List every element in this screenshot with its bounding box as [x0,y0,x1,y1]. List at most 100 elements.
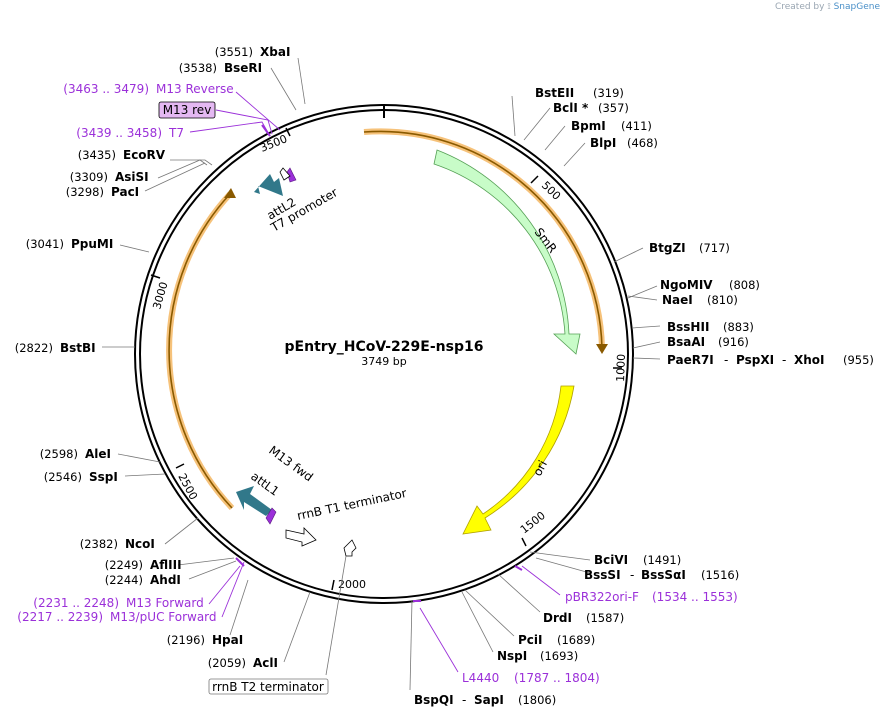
bsshii-name[interactable]: BssHII [667,320,709,334]
rrnb-t1-label: rrnB T1 terminator [296,486,408,523]
m13-fwd-primer-mark [265,507,277,525]
paer7i-name[interactable]: PaeR7I [667,353,714,367]
acli-name[interactable]: AclI [253,656,278,670]
ncoi-pos: (2382) [80,537,118,551]
attl2-feature[interactable] [254,174,283,196]
m13-rev-box[interactable] [158,101,216,119]
tick-1500: 1500 [518,509,548,536]
naei-name[interactable]: NaeI [662,293,693,307]
ori-feature[interactable] [462,385,575,535]
rrnb-t2-leader [325,555,347,676]
m13-fwd-label: M13 fwd [266,443,315,484]
rrnb-t2-feature[interactable] [343,539,357,557]
bsshii-pos: (883) [723,320,754,334]
tick-mark-1500 [521,537,527,547]
asisi-name[interactable]: AsiSI [115,170,149,184]
orf-left-arrowhead [224,188,236,198]
bpmi-pos: (411) [621,119,652,133]
bcli-name[interactable]: BclI * [553,101,589,115]
bsssi-name[interactable]: BssSI [584,568,621,582]
alei-pos: (2598) [40,447,78,461]
ecorv-name[interactable]: EcoRV [123,148,166,162]
t7-name[interactable]: T7 [168,126,184,140]
rrnb-t1-feature[interactable] [285,527,317,547]
ahdi-pos: (2244) [105,573,143,587]
t7-range: (3439 .. 3458) [76,126,162,140]
attl1-label: attL1 [248,469,281,499]
bsssi-sep: - [630,568,634,582]
pbr322ori-f-name[interactable]: pBR322ori-F [565,590,639,604]
rrnb-t2-label: rrnB T2 terminator [212,680,324,694]
plasmid-name: pEntry_HCoV-229E-nsp16 [285,339,484,355]
orf-left[interactable] [168,193,233,509]
pbr322ori-f-range: (1534 .. 1553) [652,590,738,604]
primer-leader-lines [189,91,561,673]
bcivi-pos: (1491) [643,553,681,567]
ppumi-name[interactable]: PpuMI [71,237,113,251]
bstbi-pos: (2822) [15,341,53,355]
snapgene-watermark: Created by ⟟ SnapGene [774,2,880,12]
pcii-pos: (1689) [557,633,595,647]
attl1-feature[interactable] [236,486,272,516]
xbai-pos: (3551) [215,45,253,59]
l4440-name[interactable]: L4440 [462,671,499,685]
pspxi-name[interactable]: PspXI [736,353,774,367]
tick-1000: 1000 [614,354,628,382]
tick-mark-2500 [175,463,185,469]
bsssai-name[interactable]: BssSαI [641,568,686,582]
plasmid-length: 3749 bp [361,355,406,368]
bpmi-name[interactable]: BpmI [571,119,606,133]
xhoi-name[interactable]: XhoI [794,353,825,367]
hpai-name[interactable]: HpaI [212,633,243,647]
bspqi-sep: - [462,693,466,707]
ori-label: ori [530,458,550,478]
sspi-pos: (2546) [44,470,82,484]
bcivi-name[interactable]: BciVI [594,553,628,567]
m13-reverse-name[interactable]: M13 Reverse [156,82,234,96]
naei-pos: (810) [707,293,738,307]
alei-name[interactable]: AleI [85,447,111,461]
btgzi-pos: (717) [699,241,730,255]
ngomiv-pos: (808) [729,278,760,292]
rrnb-t2-box[interactable] [208,678,329,695]
tick-mark-500 [530,175,539,184]
drdi-pos: (1587) [586,611,624,625]
aflii-pos: (2249) [105,558,143,572]
pcii-name[interactable]: PciI [518,633,543,647]
btgzi-name[interactable]: BtgZI [649,241,686,255]
bseri-pos: (3538) [179,61,217,75]
m13-puc-forward-name[interactable]: M13/pUC Forward [110,610,217,624]
bseri-name[interactable]: BseRI [224,61,262,75]
nspi-name[interactable]: NspI [497,649,527,663]
primer-mark-m13fwd [235,557,245,567]
xbai-name[interactable]: XbaI [260,45,290,59]
hpai-pos: (2196) [167,633,205,647]
bsteii-name[interactable]: BstEII [535,86,574,100]
orf-right-arrowhead [596,344,608,354]
t7-primer-mark [286,167,297,183]
drdi-name[interactable]: DrdI [543,611,572,625]
bspqi-name[interactable]: BspQI [414,693,454,707]
aflii-name[interactable]: AflIII [150,558,182,572]
orf-right[interactable] [363,130,603,349]
orf-left-glow [166,191,235,511]
sapi-name[interactable]: SapI [474,693,504,707]
paer7i-pos: (955) [843,353,874,367]
m13-forward-name[interactable]: M13 Forward [126,596,204,610]
tick-mark-3500 [285,127,291,137]
ngomiv-name[interactable]: NgoMIV [660,278,713,292]
blpi-name[interactable]: BlpI [590,136,616,150]
ecorv-pos: (3435) [78,148,116,162]
bsssi-pos: (1516) [701,568,739,582]
ahdi-name[interactable]: AhdI [150,573,181,587]
sspi-name[interactable]: SspI [89,470,118,484]
m13-puc-forward-range: (2217 .. 2239) [17,610,103,624]
smr-feature[interactable] [433,149,581,355]
paci-name[interactable]: PacI [111,185,139,199]
ppumi-pos: (3041) [26,237,64,251]
bstbi-name[interactable]: BstBI [60,341,96,355]
ncoi-name[interactable]: NcoI [125,537,155,551]
paer7i-sep1: - [724,353,728,367]
bsaai-name[interactable]: BsaAI [667,335,705,349]
leader-lines [102,57,661,691]
